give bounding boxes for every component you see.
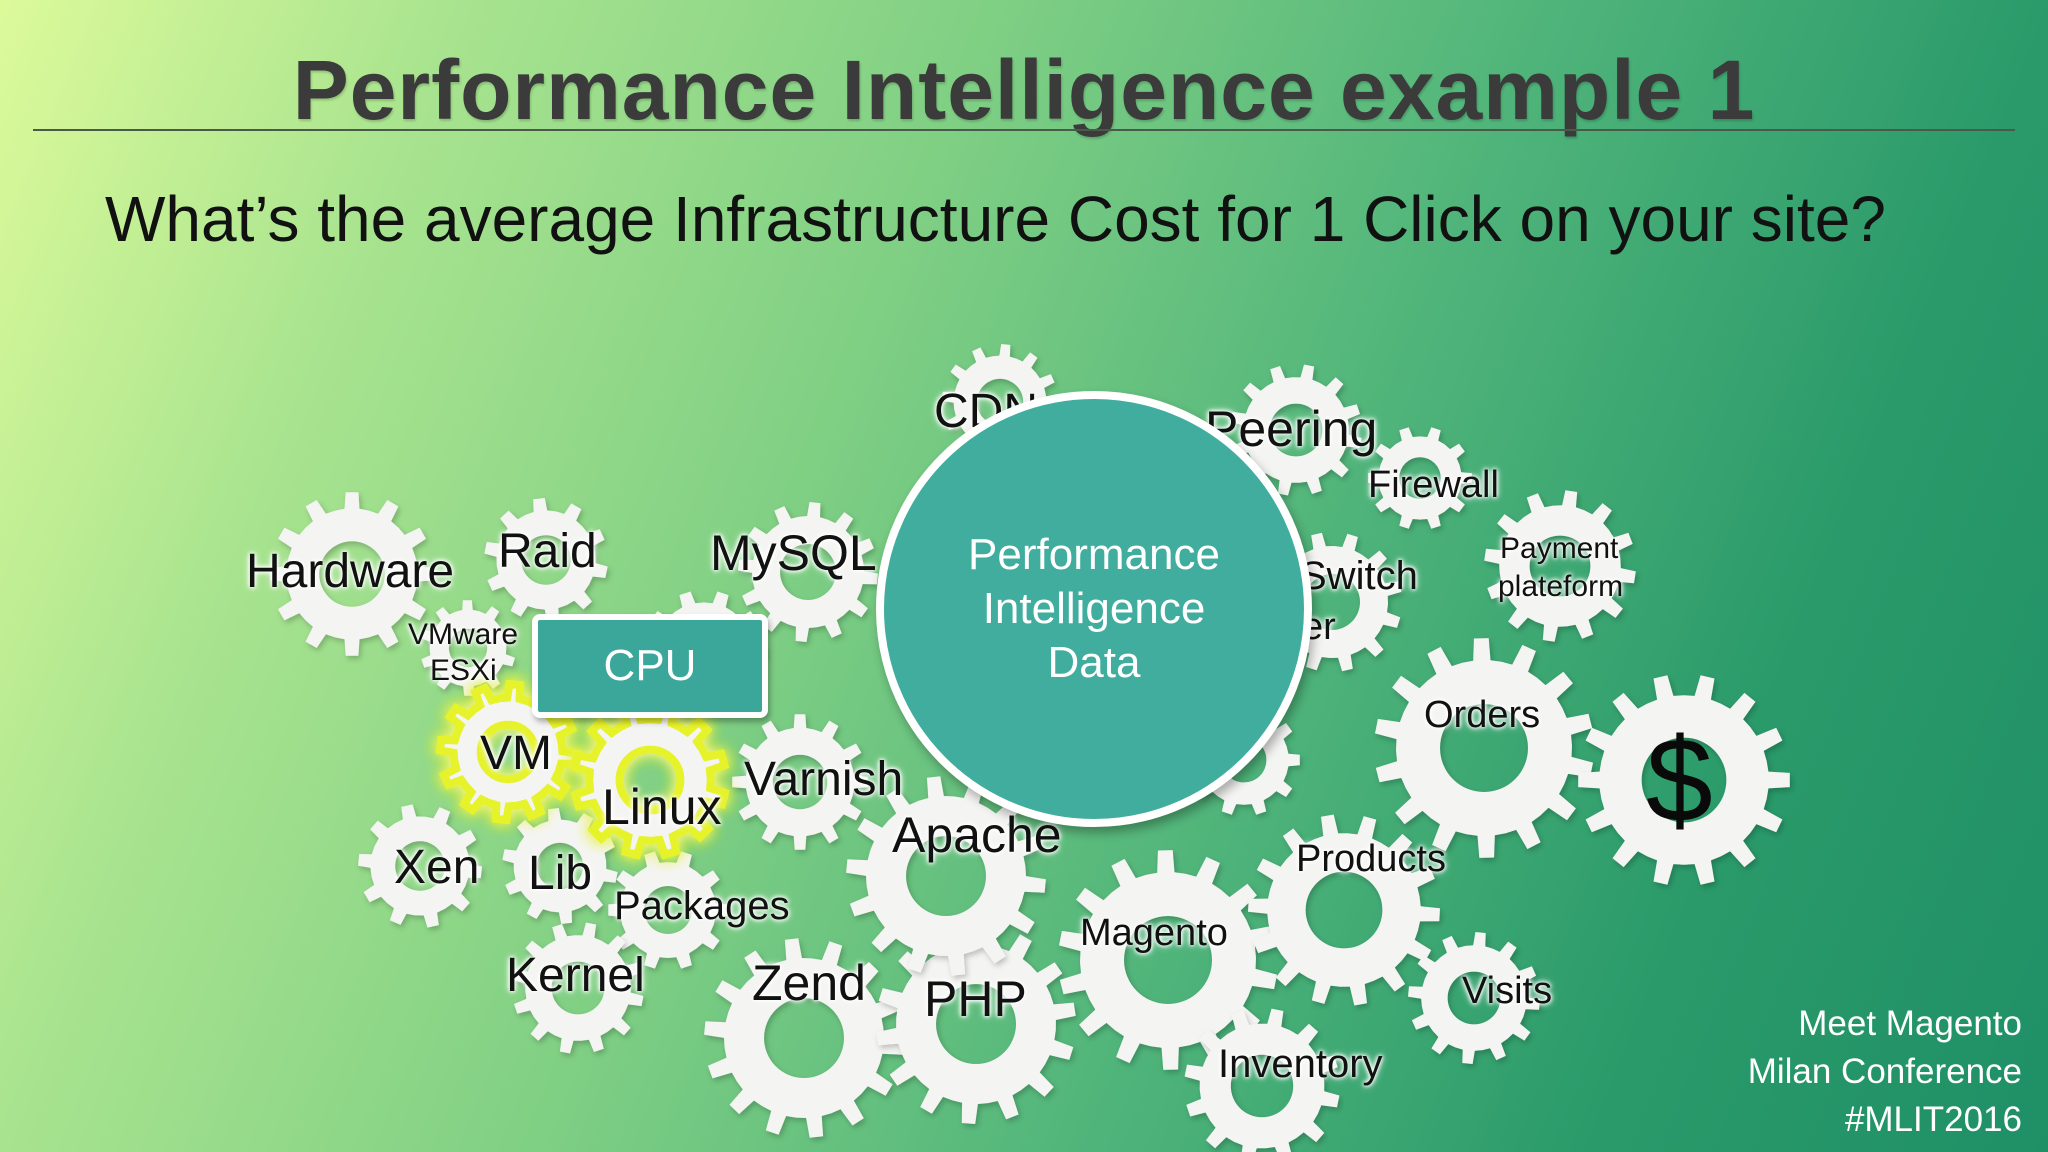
gear-products-icon — [1248, 814, 1440, 1006]
slide-question: What’s the average Infrastructure Cost f… — [105, 183, 1886, 255]
gear-inventory-icon — [1184, 1008, 1340, 1152]
footer-line-2: Milan Conference — [1747, 1052, 2022, 1091]
center-line-3: Data — [1047, 638, 1141, 687]
gear-vm-icon — [435, 679, 581, 825]
gear-mysql-icon — [738, 502, 878, 642]
center-line-1: Performance — [968, 530, 1220, 579]
label-linux: Linux — [602, 779, 722, 835]
footer-line-3: #MLIT2016 — [1844, 1100, 2022, 1139]
gear-vmware-icon — [421, 600, 515, 696]
label-kernel: Kernel — [506, 949, 645, 1002]
label-raid: Raid — [498, 525, 597, 578]
label-mysql: MySQL — [710, 525, 877, 581]
gear-packages-icon — [608, 851, 728, 969]
label-orders: Orders — [1424, 694, 1541, 736]
cpu-box: CPU — [532, 614, 768, 718]
gear-dollar-icon — [1578, 675, 1790, 885]
label-payment: Payment — [1500, 532, 1619, 565]
conference-footer: Meet Magento Milan Conference #MLIT2016 — [1748, 1000, 2022, 1144]
label-varnish: Varnish — [744, 753, 904, 806]
label-lib: Lib — [528, 847, 593, 900]
gear-visits-icon — [1408, 932, 1540, 1064]
label-php: PHP — [924, 971, 1027, 1027]
label-firewall: Firewall — [1368, 464, 1499, 506]
gear-linux-icon — [570, 700, 730, 860]
gear-hardware-icon — [270, 492, 434, 656]
gear-apache-icon — [846, 776, 1046, 976]
label-packages: Packages — [614, 884, 790, 928]
label-products: Products — [1296, 838, 1446, 880]
gear-xen-icon — [358, 804, 482, 928]
label-hardware: Hardware — [246, 545, 455, 598]
performance-intelligence-circle: Performance Intelligence Data — [876, 391, 1312, 827]
gear-firewall-icon — [1368, 427, 1472, 529]
label-magento: Magento — [1080, 912, 1228, 954]
label-visits: Visits — [1462, 970, 1553, 1012]
footer-line-1: Meet Magento — [1798, 1004, 2022, 1043]
cpu-label: CPU — [603, 641, 697, 690]
gear-peering-icon — [1230, 364, 1362, 496]
gear-kernel-icon — [512, 922, 644, 1054]
label-esxi: ESXi — [430, 654, 497, 687]
gear-magento-icon — [1059, 850, 1277, 1070]
gear-orders-icon — [1375, 638, 1593, 858]
dollar-icon: $ — [1646, 713, 1713, 847]
gear-lib-icon — [502, 808, 618, 924]
label-vm: VM — [480, 727, 552, 780]
gear-payment-icon — [1484, 490, 1636, 642]
title-divider — [33, 129, 2015, 131]
gear-raid-icon — [484, 498, 608, 622]
label-vmware: VMware — [408, 618, 519, 651]
gear-php-icon — [876, 924, 1076, 1124]
slide-title: Performance Intelligence example 1 — [292, 43, 1756, 137]
label-xen: Xen — [394, 841, 480, 894]
label-switch: Switch — [1300, 554, 1418, 598]
gear-varnish-icon — [732, 714, 868, 850]
label-inventory: Inventory — [1218, 1042, 1383, 1086]
gear-zend-icon — [704, 938, 904, 1138]
label-plateform: plateform — [1498, 570, 1624, 603]
center-line-2: Intelligence — [982, 584, 1206, 633]
label-zend: Zend — [752, 955, 866, 1011]
